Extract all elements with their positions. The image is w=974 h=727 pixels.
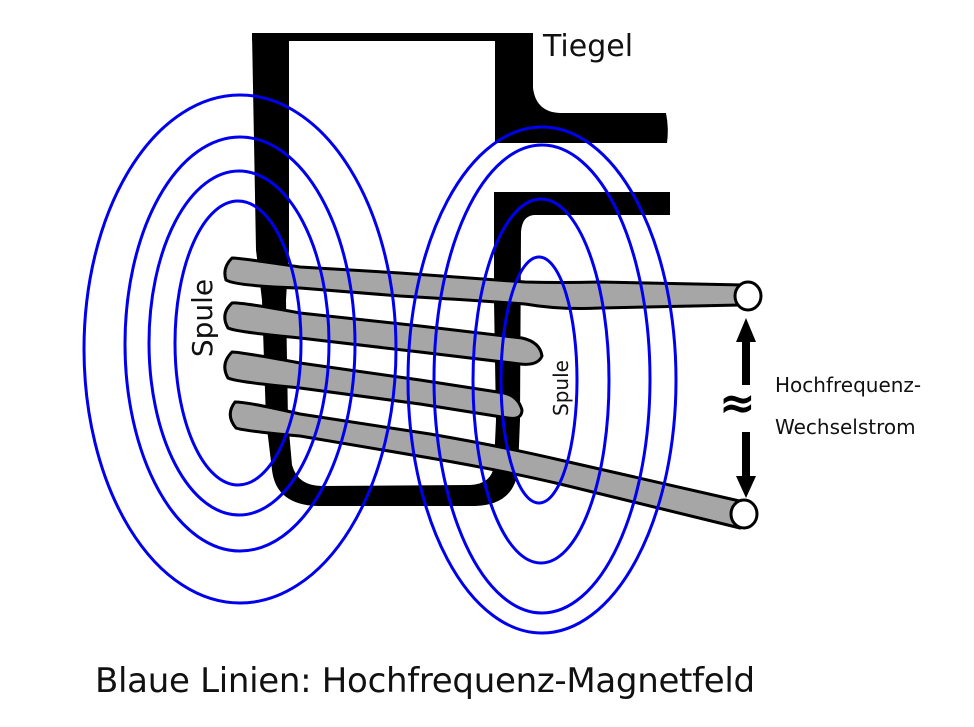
- wire-end-bottom: [729, 498, 759, 530]
- current-label-line2: Wechselstrom: [775, 415, 916, 439]
- field-line: [82, 93, 398, 605]
- field-line: [406, 125, 678, 635]
- crucible-rim: [252, 33, 530, 41]
- field-line: [147, 169, 331, 517]
- field-line: [123, 135, 357, 553]
- field-lines-left: [82, 93, 398, 605]
- ac-wave-icon: ≈: [719, 378, 756, 429]
- field-line: [471, 197, 611, 565]
- crucible-spout-upper: [495, 33, 668, 143]
- caption: Blaue Linien: Hochfrequenz-Magnetfeld: [95, 661, 755, 701]
- field-line: [432, 143, 652, 615]
- wire-end-top: [733, 280, 763, 312]
- field-lines-right: [406, 125, 678, 635]
- crucible-label: Tiegel: [543, 29, 634, 64]
- coil-turn-4: [228, 400, 746, 530]
- field-line: [499, 255, 579, 505]
- coil-turn-2: [223, 301, 544, 366]
- coil-label-left: Spule: [186, 278, 219, 358]
- arrow-up-icon: [736, 318, 756, 385]
- current-label-line1: Hochfrequenz-: [775, 373, 922, 397]
- crucible-left-wall: [252, 33, 520, 506]
- coil-label-right: Spule: [549, 360, 573, 416]
- arrow-down-icon: [736, 432, 756, 498]
- field-line: [173, 199, 303, 487]
